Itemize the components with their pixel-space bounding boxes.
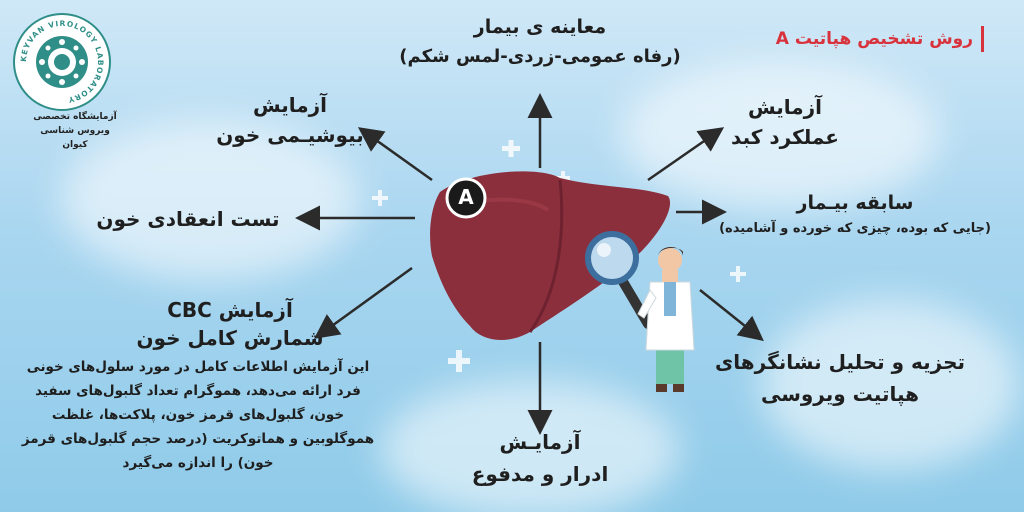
biochemistry-node: آزمایش بیوشیـمی خون	[190, 90, 390, 150]
plus-icon	[556, 171, 570, 185]
biochemistry-line1: آزمایش	[252, 93, 328, 117]
background-cloud	[380, 380, 680, 512]
biochemistry-line2: بیوشیـمی خون	[216, 123, 364, 147]
page-title: روش تشخیص هپاتیت A	[776, 26, 984, 52]
doctor-icon	[637, 247, 695, 392]
exam-title: معاینه ی بیمار	[473, 16, 607, 38]
arrow-down-left	[313, 266, 413, 339]
hepatitis-a-badge-label: A	[458, 185, 474, 209]
liver-function-line1: آزمایش	[747, 95, 823, 119]
urine-stool-line1: آزمایـش	[499, 430, 581, 454]
liver-function-node: آزمایش عملکرد کبد	[700, 92, 870, 152]
liver-icon	[430, 171, 671, 340]
exam-node: معاینه ی بیمار (رفاه عمومی-زردی-لمس شکم)	[380, 12, 700, 72]
hepatitis-a-badge	[445, 177, 487, 219]
background-cloud	[760, 300, 1020, 470]
analysis-node: تجزیه و تحلیل نشانگرهای هپاتیت ویروسی	[690, 346, 990, 410]
analysis-line2: هپاتیت ویروسی	[760, 382, 920, 406]
logo-icon: KEYVAN VIROLOGY LABORATORY	[13, 13, 111, 111]
background-cloud	[60, 120, 360, 280]
cbc-node: آزمایش CBC شمارش کامل خون	[110, 296, 350, 352]
exam-subtitle: (رفاه عمومی-زردی-لمس شکم)	[399, 46, 681, 67]
lab-name-line2: ویروس شناسی کیوان	[40, 126, 110, 150]
arrow-up-right	[647, 127, 725, 182]
lab-name: آزمایشگاه تخصصی ویروس شناسی کیوان	[30, 110, 120, 152]
history-node: سابقه بیـمار (جایی که بوده، چیزی که خورد…	[690, 188, 1020, 240]
analysis-line1: تجزیه و تحلیل نشانگرهای	[714, 350, 966, 374]
coagulation-node: تست انعقادی خون	[96, 207, 280, 231]
arrow-up-left	[357, 127, 433, 182]
plus-icon	[730, 266, 746, 282]
liver-function-line2: عملکرد کبد	[731, 125, 839, 149]
lab-name-line1: آزمایشگاه تخصصی	[33, 112, 117, 122]
history-subtitle: (جایی که بوده، چیزی که خورده و آشامیده)	[719, 221, 991, 236]
urine-stool-line2: ادرار و مدفوع	[471, 462, 609, 486]
urine-stool-node: آزمایـش ادرار و مدفوع	[440, 426, 640, 490]
plus-icon	[502, 140, 520, 157]
cbc-line2: شمارش کامل خون	[136, 326, 324, 350]
arrow-down-right	[699, 289, 764, 342]
history-title: سابقه بیـمار	[796, 192, 914, 214]
plus-icon	[372, 190, 388, 206]
plus-icon	[448, 350, 470, 372]
cbc-description: این آزمایش اطلاعات کامل در مورد سلول‌های…	[21, 359, 375, 471]
cbc-line1: آزمایش CBC	[167, 298, 293, 322]
background-cloud	[620, 60, 940, 210]
